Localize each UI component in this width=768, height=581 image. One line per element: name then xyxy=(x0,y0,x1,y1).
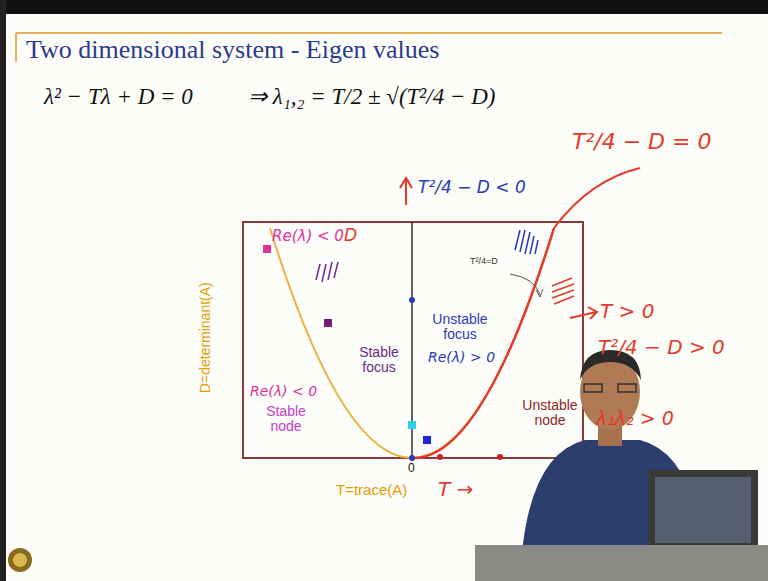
sample-point xyxy=(423,436,431,444)
handwritten-note: Re(λ) > 0 xyxy=(428,350,495,365)
handwritten-note: Re(λ) < 0 xyxy=(272,228,344,245)
video-frame xyxy=(0,0,768,14)
region-label: Stable node xyxy=(258,404,314,435)
sample-point xyxy=(409,297,415,303)
sample-point xyxy=(408,421,416,429)
handwritten-note: Re(λ) < 0 xyxy=(250,384,317,399)
handwritten-note: T → xyxy=(438,478,473,500)
video-frame xyxy=(0,0,6,581)
sample-point xyxy=(409,455,415,461)
lecturer-figure xyxy=(475,350,768,581)
sample-point xyxy=(263,245,271,253)
arrowhead xyxy=(536,289,543,297)
sample-point xyxy=(437,454,443,460)
handwritten-note: λ₁λ₂ > 0 xyxy=(596,408,674,429)
logo-icon xyxy=(13,553,27,567)
handwritten-note: D xyxy=(344,226,357,245)
handwritten-curve xyxy=(414,228,554,458)
curve-label: T²/4=D xyxy=(470,257,498,267)
logo-icon xyxy=(8,548,32,572)
handwritten-note: T > 0 xyxy=(600,300,654,322)
region-label: Unstable focus xyxy=(428,312,492,343)
sample-point xyxy=(324,319,332,327)
handwritten-arrow xyxy=(570,307,597,319)
parabola-curve xyxy=(270,228,554,458)
region-label: Unstable node xyxy=(520,398,580,429)
plot-frame xyxy=(243,222,583,458)
region-label: Stable focus xyxy=(348,345,410,376)
handwritten-arrow xyxy=(400,178,412,205)
axis-label: D=determinant(A) xyxy=(198,282,213,393)
tick-label: 0 xyxy=(408,462,415,475)
sample-point xyxy=(497,454,503,460)
hatching xyxy=(515,230,538,254)
title-rule xyxy=(15,33,17,62)
hatching xyxy=(316,262,338,282)
handwritten-note: T²/4 − D = 0 xyxy=(572,130,711,154)
handwritten-note: T²/4 − D < 0 xyxy=(418,178,526,197)
handwritten-leader xyxy=(554,168,640,228)
handwritten-note: T²/4 − D > 0 xyxy=(598,336,725,358)
axis-label: T=trace(A) xyxy=(336,482,407,499)
equation: λ² − Tλ + D = 0 xyxy=(44,84,193,109)
hatching xyxy=(552,278,574,304)
leader-arrow xyxy=(510,274,540,295)
title-rule xyxy=(16,32,722,34)
equation: ⇒ λ₁,₂ = T/2 ± √(T²/4 − D) xyxy=(248,84,495,109)
slide-title: Two dimensional system - Eigen values xyxy=(26,36,439,65)
